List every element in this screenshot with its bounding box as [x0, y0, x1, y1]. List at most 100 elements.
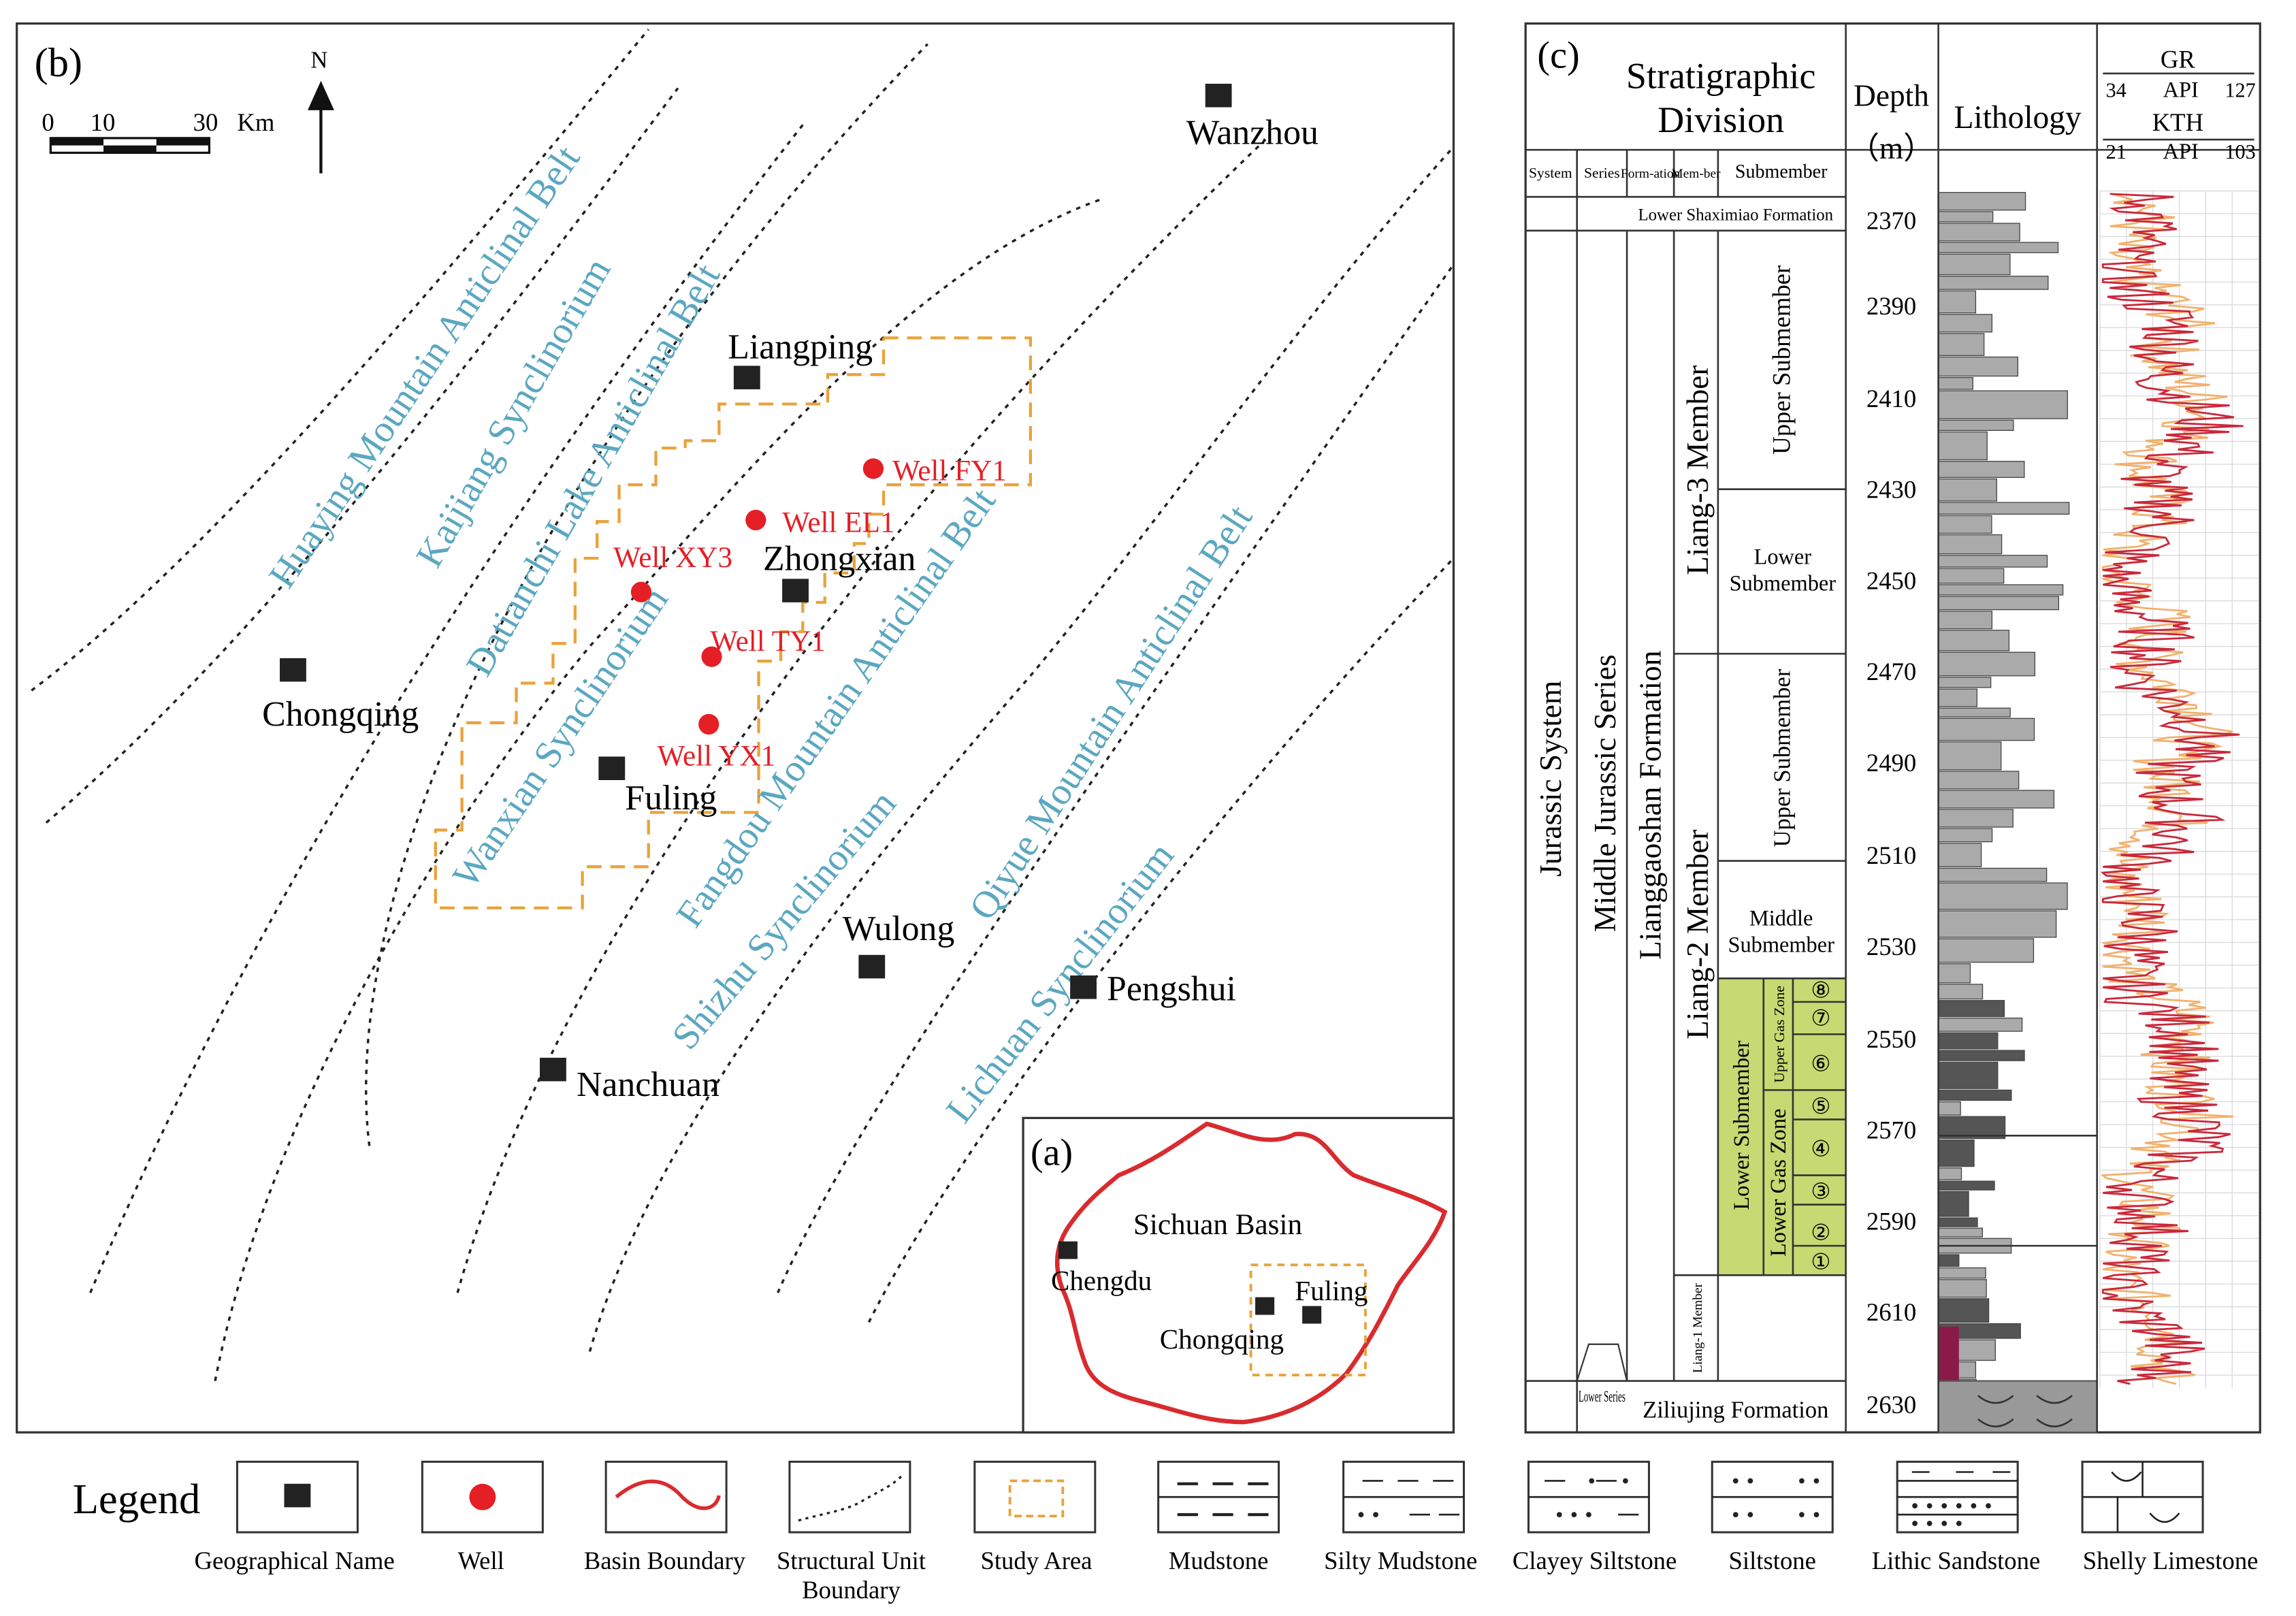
bottom-formation-label: Ziliujing Formation	[1643, 1397, 1828, 1423]
lithology-bed	[1937, 502, 2070, 515]
lithology-label: Lithology	[1954, 100, 2082, 135]
submember-lower-3-line2: Submember	[1730, 572, 1837, 596]
column-title-line1: Stratigraphic	[1626, 55, 1816, 96]
inset-study-area	[1249, 1263, 1367, 1377]
depth-tick: 2430	[1866, 476, 1916, 504]
structural-boundaries	[31, 29, 1454, 1382]
lower-series-wedge	[1576, 1343, 1628, 1382]
depth-label: Depth	[1854, 78, 1929, 112]
depth-tick: 2530	[1866, 933, 1916, 960]
lithology-bed	[1937, 1140, 1975, 1167]
lithology-bed	[1937, 596, 2060, 611]
depth-tick: 2390	[1866, 292, 1916, 320]
structural-boundary-line	[867, 557, 1454, 1323]
structural-boundary-line	[456, 138, 1267, 1293]
place-label-wulong: Wulong	[843, 909, 955, 948]
system-label: Jurassic System	[1534, 681, 1568, 877]
legend-study-area-icon	[1008, 1479, 1065, 1518]
lithology-bed	[1937, 314, 1993, 333]
well-label-ty1: Well TY1	[710, 626, 826, 658]
place-marker-icon	[733, 366, 760, 389]
member-liang2-label: Liang-2 Member	[1681, 829, 1715, 1039]
lithology-bed	[1937, 1017, 2023, 1032]
legend-label-well: Well	[458, 1547, 504, 1574]
legend-box-study-area	[973, 1460, 1097, 1534]
scale-bar-segment	[103, 145, 157, 153]
place-label-liangping: Liangping	[728, 328, 873, 367]
lithology-bed	[1937, 717, 2035, 741]
lithology-bed	[1937, 568, 2005, 584]
panel-label-b: (b)	[35, 40, 82, 86]
structural-boundary-line	[89, 124, 804, 1293]
lithology-bed	[1937, 1298, 1990, 1323]
legend-label-lithic-sandstone: Lithic Sandstone	[1872, 1547, 2040, 1574]
lithology-bed	[1937, 390, 2068, 419]
place-marker-icon	[782, 579, 809, 602]
legend-label-shelly-limestone: Shelly Limestone	[2083, 1547, 2259, 1574]
well-label-el1: Well EL1	[782, 506, 895, 538]
column-grid	[1525, 23, 2261, 1433]
depth-tick: 2590	[1866, 1207, 1916, 1235]
legend: Legend	[73, 1460, 2259, 1604]
lithology-bed	[1937, 771, 2020, 790]
place-label-wanzhou: Wanzhou	[1186, 114, 1319, 152]
depth-tick: 2470	[1866, 658, 1916, 685]
inset-place-marker-icon	[1058, 1241, 1078, 1259]
submember-upper-2: Upper Submember	[1770, 668, 1796, 847]
well-marker-icon	[745, 509, 766, 531]
legend-place-marker-icon	[284, 1483, 311, 1508]
depth-tick: 2410	[1866, 385, 1916, 413]
north-arrow: N	[308, 47, 334, 174]
lower-submember-highlight	[1717, 978, 1846, 1276]
lithology-bed	[1937, 1089, 2012, 1101]
legend-dot-patterns	[1358, 1478, 1991, 1526]
depth-ticks: 2370 2390 2410 2430 2450 2470 2490 2510 …	[1866, 207, 1916, 1419]
lithology-bed	[1937, 419, 2014, 431]
inset-place-chengdu: Chengdu	[1051, 1265, 1152, 1296]
legend-label-study-area: Study Area	[980, 1547, 1092, 1574]
header-submember: Submember	[1735, 161, 1828, 182]
log-kth-unit: API	[2163, 140, 2199, 164]
scale-label-0: 0	[42, 108, 54, 136]
lithology-bed	[1937, 534, 2003, 555]
map-panel: (b) N 0 10 30 Km Huaying Mountain Anticl…	[16, 22, 1455, 1434]
lithology-bed	[1937, 611, 1993, 630]
log-gr-name: GR	[2161, 45, 2195, 73]
lithology-bed	[1937, 478, 1997, 502]
zone-2: ②	[1811, 1221, 1830, 1246]
column-title-line2: Division	[1658, 99, 1784, 140]
lithology-bed	[1937, 1254, 1960, 1267]
depth-tick: 2550	[1866, 1025, 1916, 1053]
place-label-zhongxian: Zhongxian	[763, 539, 916, 578]
lithology-bed	[1937, 555, 2048, 568]
log-kth-max: 103	[2225, 140, 2255, 163]
lithology-bed	[1937, 1101, 1961, 1116]
log-kth-name: KTH	[2152, 108, 2203, 136]
lithology-bed	[1937, 1279, 1987, 1298]
depth-tick: 2570	[1866, 1116, 1916, 1144]
legend-label-basin-boundary: Basin Boundary	[584, 1547, 746, 1574]
upper-gas-zone-label: Upper Gas Zone	[1771, 986, 1788, 1083]
legend-label-siltstone: Siltstone	[1729, 1547, 1816, 1574]
zone-4: ④	[1811, 1137, 1830, 1161]
lithology-bed	[1937, 356, 2019, 377]
scale-bar: 0 10 30 Km	[42, 108, 274, 155]
legend-structural-line-icon	[798, 1475, 903, 1522]
member-liang3-label: Liang-3 Member	[1681, 365, 1715, 575]
lithology-bed	[1937, 276, 2049, 290]
stratigraphic-column-panel: (c) Stratigraphic Division System Series…	[1524, 22, 2261, 1434]
place-marker-icon	[598, 756, 626, 780]
depth-tick: 2630	[1866, 1391, 1916, 1419]
lithology-bed	[1937, 431, 1988, 461]
lithology-bed	[1937, 211, 1994, 223]
legend-box-structural-boundary	[788, 1460, 911, 1534]
well-label-yx1: Well YX1	[658, 740, 776, 772]
lithology-bed	[1937, 1050, 2025, 1061]
submember-middle-2-line1: Middle	[1749, 907, 1813, 931]
lithology-bed	[1937, 688, 1978, 707]
lithology-bed	[1937, 651, 2036, 677]
log-gr-min: 34	[2106, 78, 2127, 101]
log-gr-max: 127	[2225, 78, 2255, 101]
submember-upper-3: Upper Submember	[1768, 265, 1796, 455]
